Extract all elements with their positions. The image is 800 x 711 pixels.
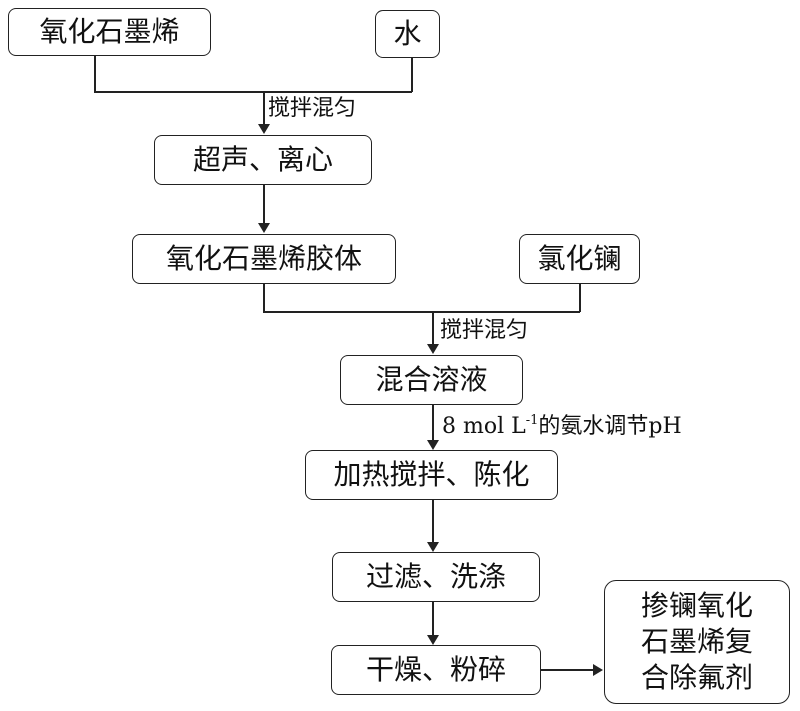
node-dry-crush-label: 干燥、粉碎 [365, 653, 506, 686]
node-lanthanum-chloride: 氯化镧 [519, 234, 640, 284]
node-product: 掺镧氧化 石墨烯复 合除氟剂 [604, 580, 790, 704]
edge-label-ammonia-prefix: 8 mol L [442, 414, 526, 439]
node-water: 水 [375, 10, 440, 58]
node-mixed-solution-label: 混合溶液 [375, 363, 488, 396]
connector [432, 500, 434, 542]
connector [579, 284, 581, 312]
connector [263, 284, 265, 312]
node-dry-crush: 干燥、粉碎 [331, 645, 541, 695]
node-heat-stir-age-label: 加热搅拌、陈化 [333, 458, 530, 491]
connector [432, 311, 434, 344]
edge-label-stir-mix-1: 搅拌混匀 [268, 96, 357, 121]
arrow-head [427, 344, 439, 354]
connector [432, 602, 434, 635]
connector [432, 405, 434, 440]
node-graphene-oxide-label: 氧化石墨烯 [39, 15, 180, 48]
connector [411, 58, 413, 92]
edge-label-ammonia: 8 mol L-1的氨水调节pH [442, 414, 682, 438]
node-go-colloid: 氧化石墨烯胶体 [132, 234, 396, 284]
edge-label-ammonia-sup: -1 [525, 413, 539, 428]
connector [541, 669, 593, 671]
arrow-head [593, 664, 603, 676]
node-mixed-solution: 混合溶液 [340, 355, 523, 405]
node-go-colloid-label: 氧化石墨烯胶体 [165, 242, 362, 275]
arrow-head [427, 635, 439, 645]
connector [94, 56, 96, 92]
node-product-line: 合除氟剂 [640, 661, 753, 694]
node-graphene-oxide: 氧化石墨烯 [8, 8, 211, 56]
node-lanthanum-chloride-label: 氯化镧 [537, 242, 622, 275]
node-product-line: 掺镧氧化 [640, 589, 753, 622]
edge-label-ammonia-suffix: 的氨水调节pH [538, 414, 682, 439]
connector [263, 311, 580, 313]
node-product-line: 石墨烯复 [640, 625, 753, 658]
connector [263, 185, 265, 223]
connector [94, 91, 412, 93]
node-heat-stir-age: 加热搅拌、陈化 [305, 450, 558, 500]
arrow-head [427, 542, 439, 552]
node-ultrasonic-centrifuge: 超声、离心 [154, 135, 372, 185]
node-filter-wash: 过滤、洗涤 [332, 552, 540, 602]
node-ultrasonic-centrifuge-label: 超声、离心 [192, 143, 333, 176]
arrow-head [258, 223, 270, 233]
node-filter-wash-label: 过滤、洗涤 [365, 560, 506, 593]
node-water-label: 水 [393, 17, 422, 50]
edge-label-stir-mix-2: 搅拌混匀 [440, 318, 529, 343]
arrow-head [258, 124, 270, 134]
connector [263, 91, 265, 124]
arrow-head [427, 440, 439, 450]
